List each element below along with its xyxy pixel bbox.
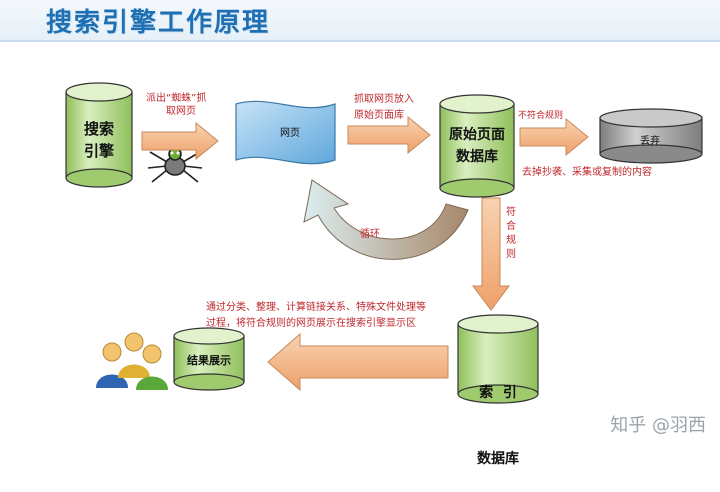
arrow-match [472, 197, 510, 311]
spider-annotation-line1: 派出“蜘蛛”抓 [146, 93, 207, 104]
web-page-shape [235, 100, 336, 165]
spider-annotation-line2: 取网页 [166, 106, 196, 117]
remove-dup-annotation: 去掉抄袭、采集或复制的内容 [522, 167, 652, 178]
index-db-label-line1: 索 引 [479, 385, 517, 401]
diagram-canvas [65, 82, 703, 404]
discard-label: 丢弃 [640, 136, 660, 147]
watermark: 知乎 @羽西 [610, 415, 706, 436]
results-label: 结果展示 [187, 354, 231, 367]
users-icon [96, 332, 168, 390]
process-annotation-line2: 过程，将符合规则的网页展示在搜索引擎显示区 [206, 318, 416, 329]
arrow-spider [141, 121, 219, 161]
arrow-not-match [519, 117, 589, 157]
arrow-display [267, 332, 449, 392]
arrow-store [347, 115, 431, 155]
loop-annotation: 循环 [360, 229, 380, 240]
index-db-label: 索 引 数据库 [458, 338, 538, 492]
store-annotation: 抓取网页放入 原始页面库 [354, 92, 414, 124]
raw-db-label: 原始页面 数据库 [440, 124, 514, 168]
discard-cylinder [599, 108, 703, 164]
match-annotation-char3: 规 [506, 235, 516, 246]
match-annotation-char2: 合 [506, 221, 516, 232]
index-db-label-line2: 数据库 [477, 451, 519, 467]
index-db-cylinder [457, 314, 539, 404]
match-annotation-char1: 符 [506, 207, 516, 218]
raw-db-label-line1: 原始页面 [449, 127, 505, 143]
match-annotation: 符 合 规 则 [506, 206, 516, 262]
not-match-annotation: 不符合规则 [518, 111, 564, 121]
process-annotation: 通过分类、整理、计算链接关系、特殊文件处理等 过程，将符合规则的网页展示在搜索引… [206, 300, 426, 332]
search-engine-label: 搜索 引擎 [74, 118, 124, 162]
store-annotation-line1: 抓取网页放入 [354, 94, 414, 105]
raw-db-label-line2: 数据库 [456, 149, 498, 165]
loop-arrow [303, 179, 469, 260]
web-page-label: 网页 [280, 128, 300, 139]
process-annotation-line1: 通过分类、整理、计算链接关系、特殊文件处理等 [206, 302, 426, 313]
store-annotation-line2: 原始页面库 [354, 110, 404, 121]
page-title: 搜索引擎工作原理 [46, 8, 271, 38]
search-engine-label-line1: 搜索 [83, 120, 114, 138]
search-engine-cylinder [65, 82, 133, 188]
match-annotation-char4: 则 [506, 249, 516, 260]
results-cylinder [173, 327, 245, 391]
search-engine-label-line2: 引擎 [83, 142, 114, 160]
raw-db-cylinder [439, 94, 515, 198]
spider-annotation: 派出“蜘蛛”抓 取网页 [146, 92, 206, 118]
title-bar [0, 0, 720, 42]
spider-icon [147, 147, 203, 183]
